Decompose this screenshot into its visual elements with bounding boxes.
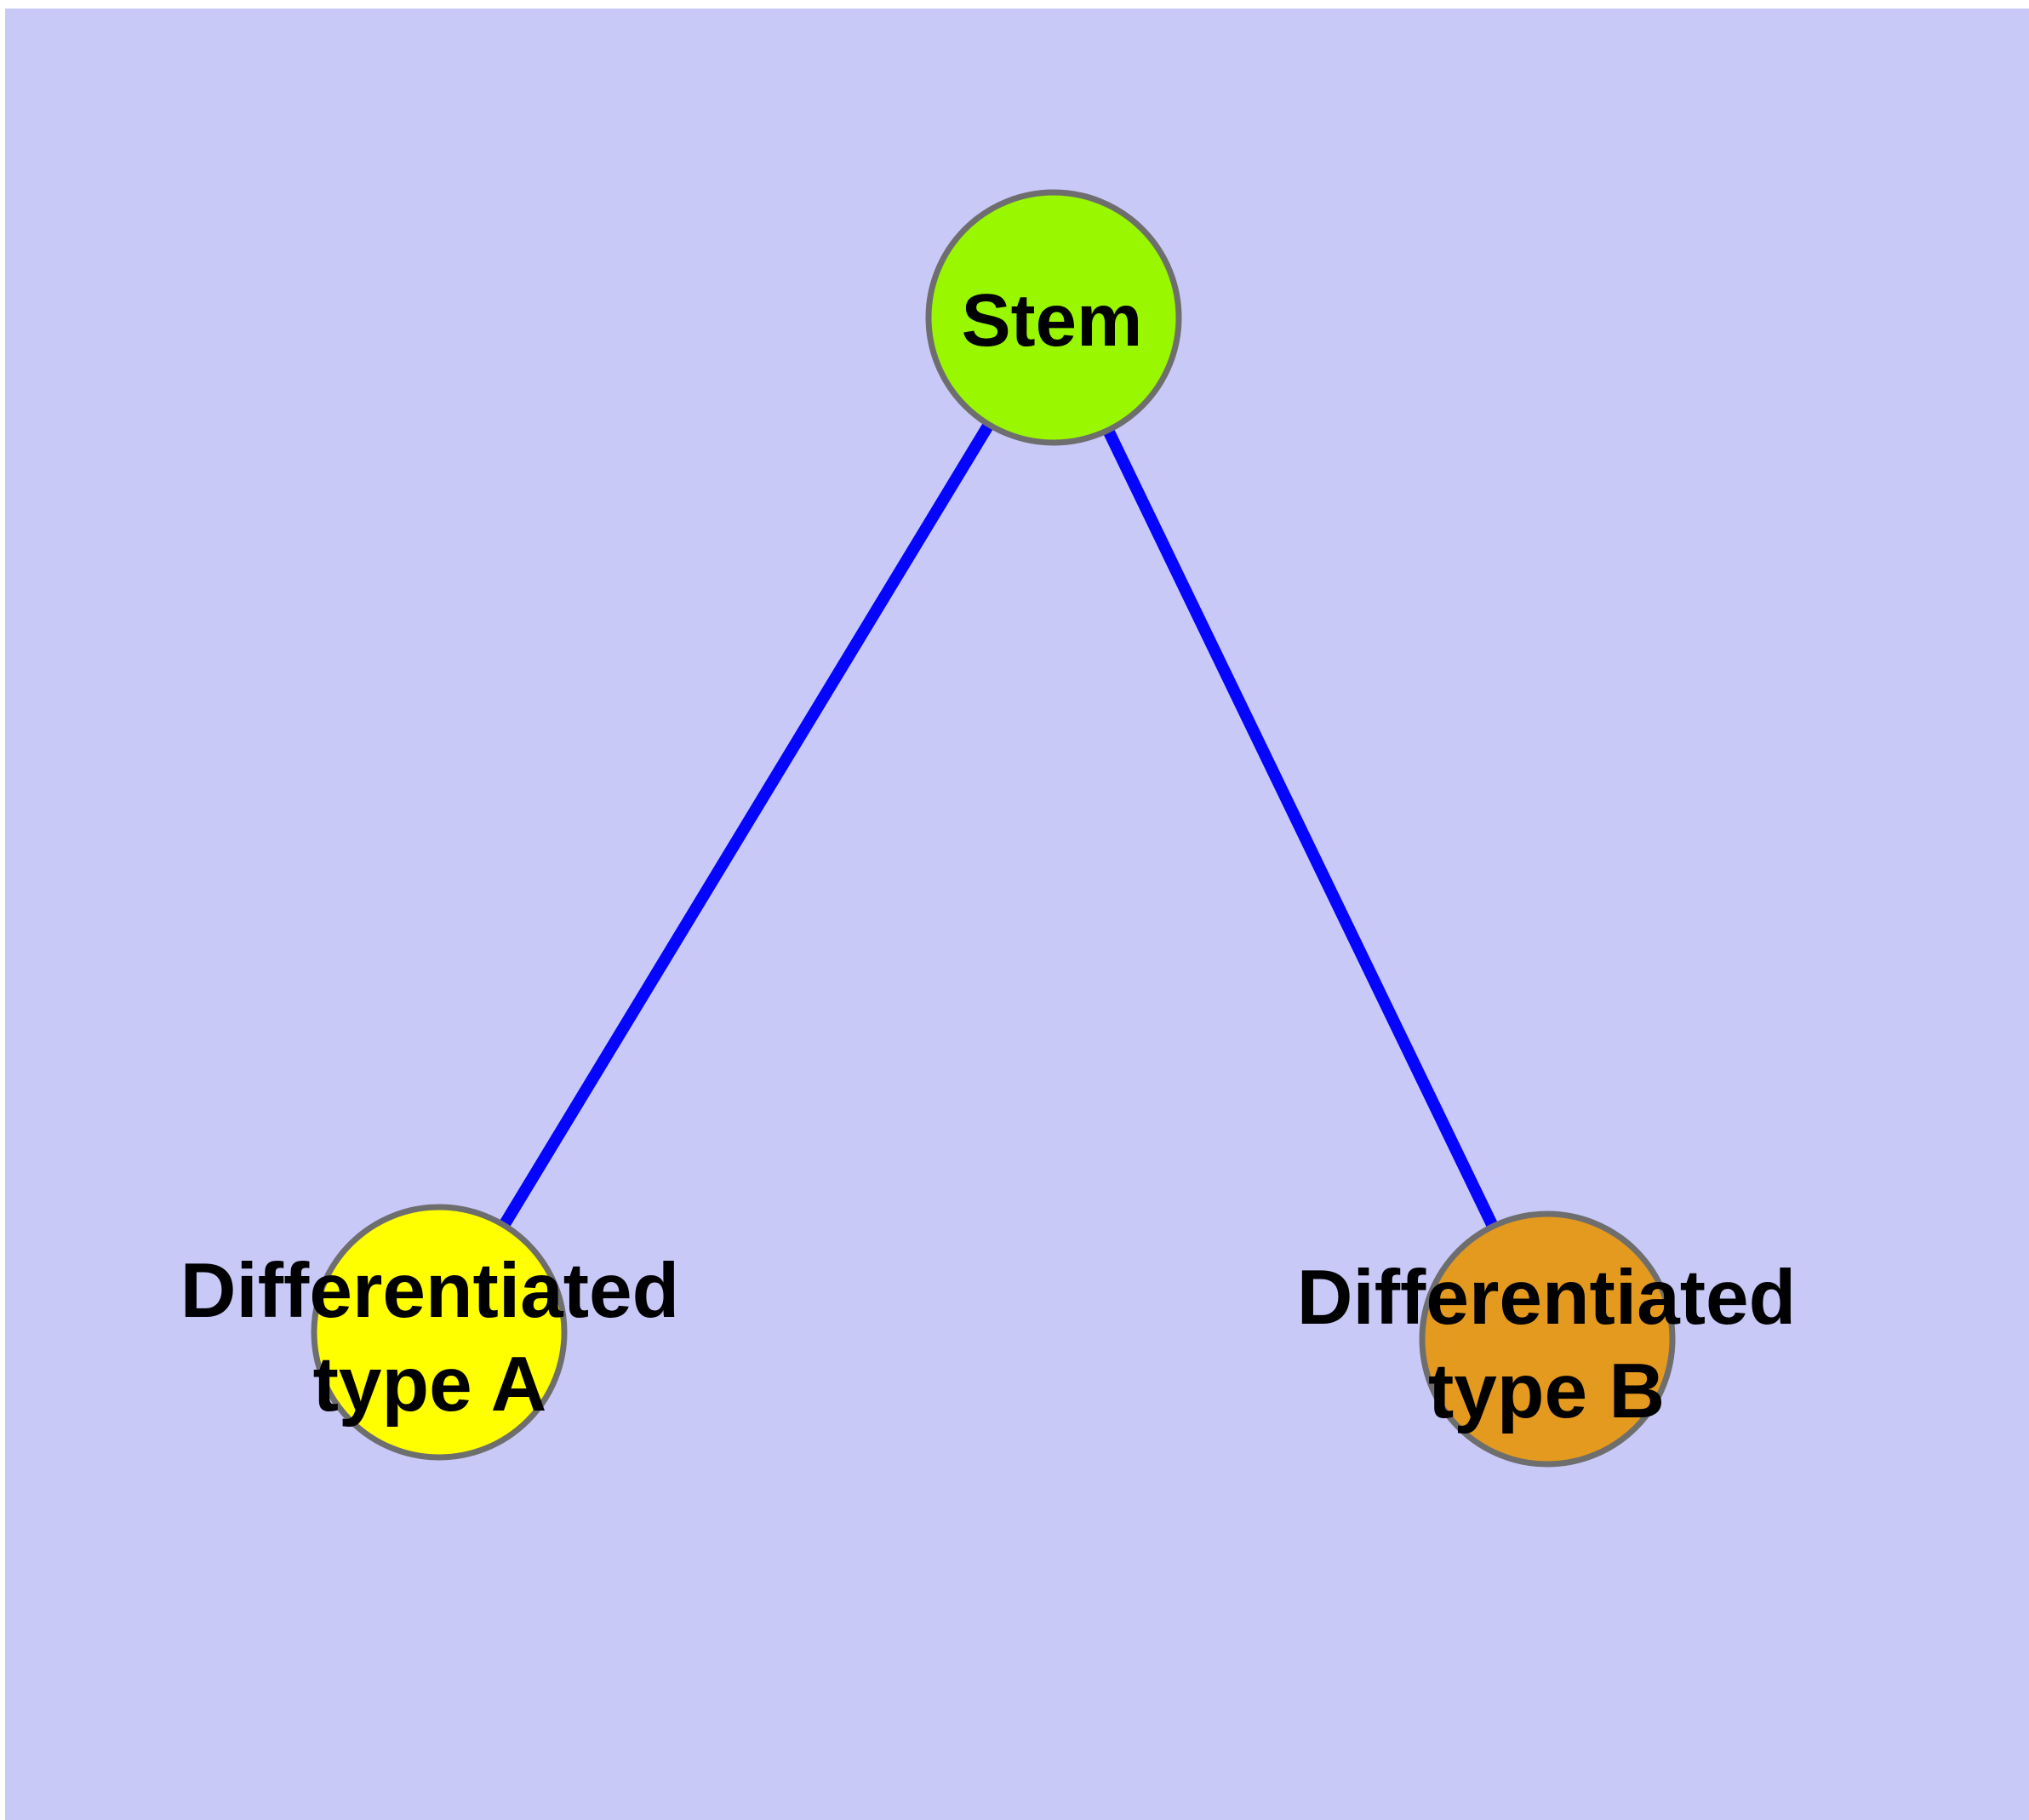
node-stem	[925, 189, 1182, 446]
node-stem-label: Stem	[962, 279, 1143, 362]
node-type-b-label-line1: Differentiated	[1297, 1255, 1797, 1341]
node-type-b	[1419, 1210, 1676, 1468]
node-type-a-label-line1: Differentiated	[180, 1248, 680, 1334]
node-type-a-label-line2: type A	[313, 1342, 547, 1428]
edge-stem-to-type-a	[434, 314, 1059, 1336]
edge-stem-to-type-b	[1048, 314, 1553, 1342]
node-type-a	[311, 1204, 568, 1461]
node-type-b-label-line2: type B	[1428, 1348, 1665, 1434]
